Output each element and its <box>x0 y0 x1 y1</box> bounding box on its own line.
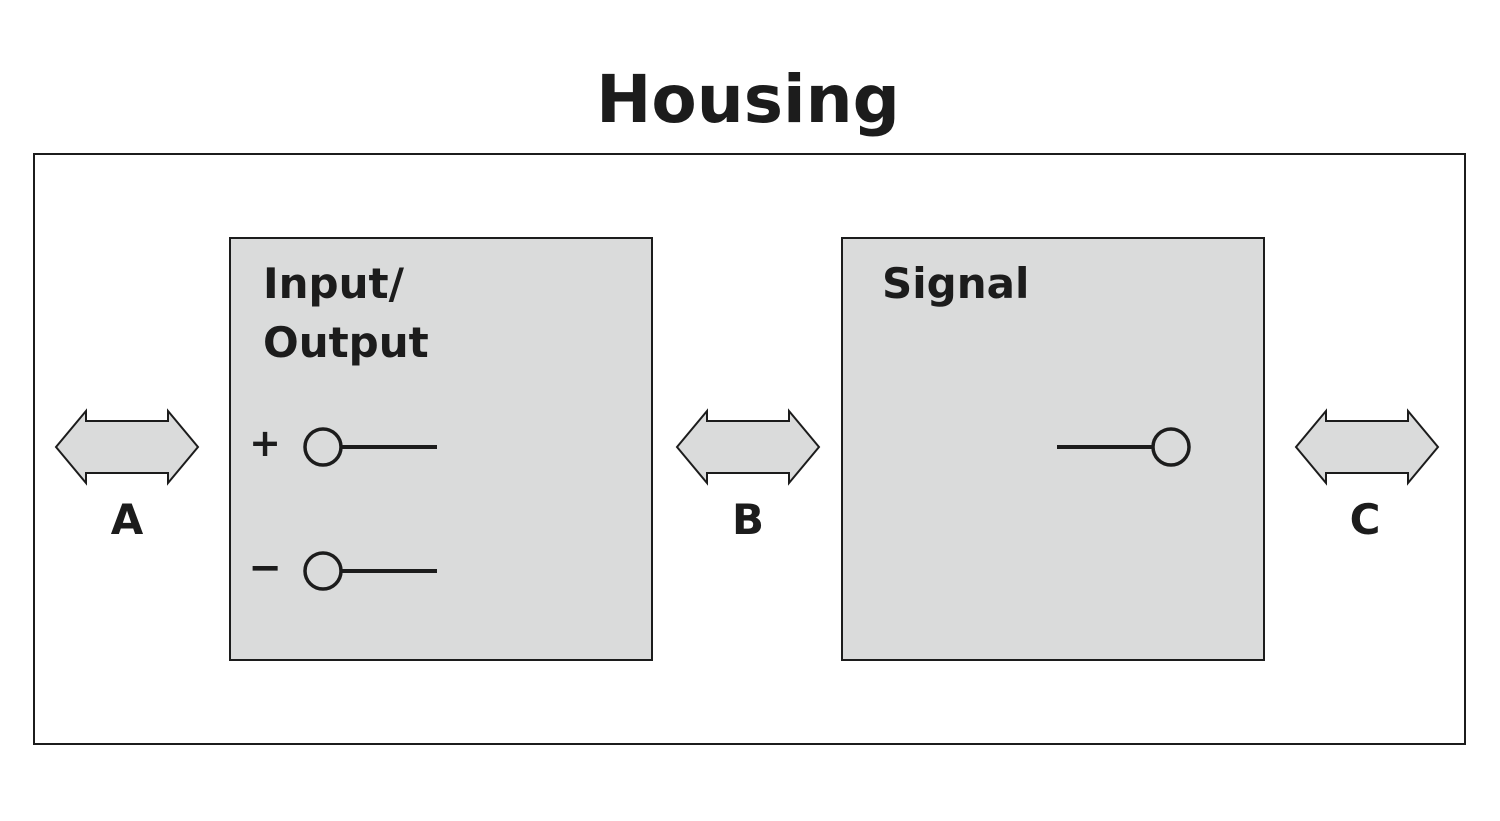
signal-block <box>841 237 1265 661</box>
signal-label: Signal <box>882 259 1029 308</box>
plus-sign: + <box>249 421 281 465</box>
input-output-block <box>229 237 653 661</box>
connector-b-double-arrow-icon <box>675 408 821 486</box>
connector-c-label: C <box>1350 495 1381 544</box>
connector-a-label: A <box>111 495 144 544</box>
signal-terminal-icon <box>1151 427 1191 467</box>
housing-title: Housing <box>596 61 900 138</box>
connector-a-double-arrow-icon <box>54 408 200 486</box>
input-output-label-line1: Input/ <box>263 259 405 308</box>
connector-b-label: B <box>732 495 764 544</box>
input-output-label-line2: Output <box>263 318 429 367</box>
connector-c-double-arrow-icon <box>1294 408 1440 486</box>
minus-sign: − <box>248 545 282 591</box>
